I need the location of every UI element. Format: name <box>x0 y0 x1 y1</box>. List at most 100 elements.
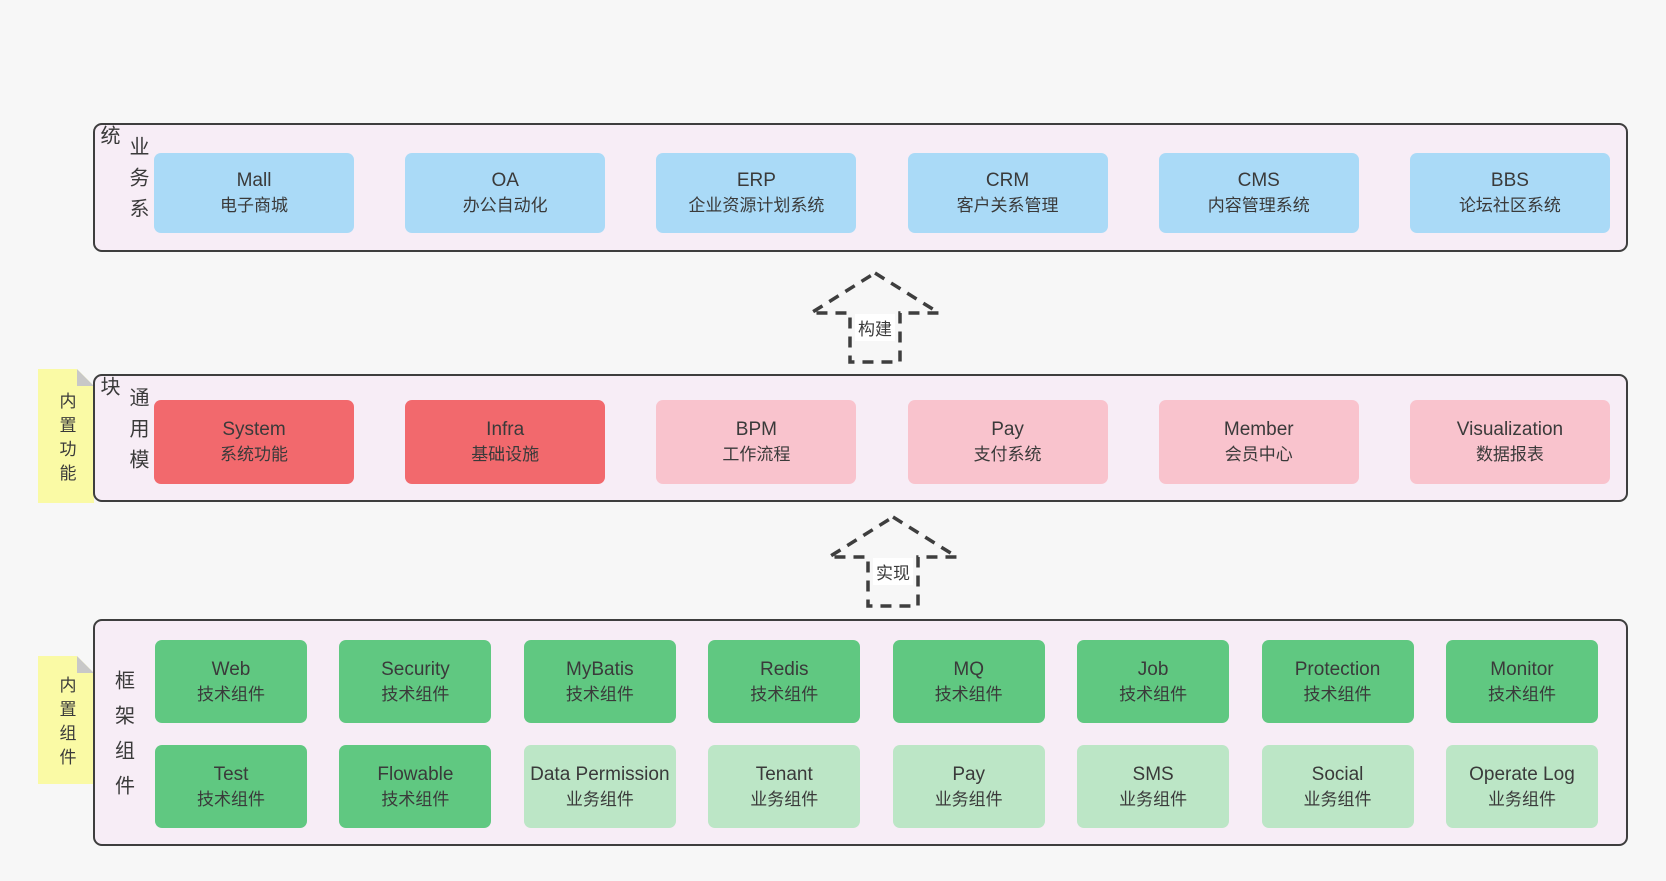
node-subtitle: 技术组件 <box>1487 684 1556 704</box>
node-row: Mall 电子商城 OA 办公自动化 ERP 企业资源计划系统 CRM 客户关系… <box>154 153 1610 233</box>
node-bbs: BBS 论坛社区系统 <box>1409 153 1610 233</box>
node-erp: ERP 企业资源计划系统 <box>656 153 857 233</box>
node-subtitle: 技术组件 <box>1303 684 1372 704</box>
node-title: Tenant <box>755 763 813 785</box>
node-title: Social <box>1311 763 1364 785</box>
node-subtitle: 业务组件 <box>1119 789 1188 809</box>
node-subtitle: 企业资源计划系统 <box>688 196 825 216</box>
sticky-note-builtin-features: 内置功能 <box>38 369 94 503</box>
layer-label: 框架组件 <box>111 670 134 810</box>
layer-label: 通用模块 <box>97 376 148 480</box>
node-sms: SMS 业务组件 <box>1077 745 1230 828</box>
node-bpm: BPM 工作流程 <box>656 400 857 484</box>
node-visualization: Visualization 数据报表 <box>1409 400 1610 484</box>
node-title: Pay <box>952 763 986 785</box>
note-fold-corner-icon <box>77 369 94 386</box>
node-subtitle: 业务组件 <box>1303 789 1372 809</box>
layer-common-modules: 通用模块 System 系统功能 Infra 基础设施 BPM 工作流程 Pay… <box>93 374 1628 502</box>
node-subtitle: 业务组件 <box>750 789 819 809</box>
node-subtitle: 工作流程 <box>722 445 791 465</box>
node-subtitle: 客户关系管理 <box>956 196 1059 216</box>
node-monitor: Monitor 技术组件 <box>1445 640 1598 723</box>
layer-label: 业务系统 <box>97 125 148 229</box>
node-subtitle: 技术组件 <box>750 684 819 704</box>
node-protection: Protection 技术组件 <box>1261 640 1414 723</box>
dashed-up-arrow-icon <box>827 514 959 608</box>
node-subtitle: 技术组件 <box>1119 684 1188 704</box>
node-security: Security 技术组件 <box>339 640 492 723</box>
node-title: Web <box>211 658 251 680</box>
node-row: Web 技术组件 Security 技术组件 MyBatis 技术组件 Redi… <box>155 640 1598 723</box>
node-oa: OA 办公自动化 <box>405 153 606 233</box>
node-member: Member 会员中心 <box>1158 400 1359 484</box>
node-cms: CMS 内容管理系统 <box>1158 153 1359 233</box>
node-subtitle: 技术组件 <box>197 789 265 809</box>
node-subtitle: 技术组件 <box>381 789 450 809</box>
node-subtitle: 支付系统 <box>973 445 1042 465</box>
arrow-label: 实现 <box>873 558 913 585</box>
note-text: 内置功能 <box>56 391 76 488</box>
node-title: BBS <box>1490 170 1529 192</box>
layer-framework-components: 框架组件 Web 技术组件 Security 技术组件 MyBatis 技术组件… <box>93 619 1628 846</box>
note-fold-corner-icon <box>77 656 94 673</box>
node-subtitle: 业务组件 <box>1487 789 1556 809</box>
node-subtitle: 办公自动化 <box>462 196 548 216</box>
node-title: Protection <box>1294 658 1381 680</box>
node-subtitle: 内容管理系统 <box>1207 196 1310 216</box>
node-subtitle: 电子商城 <box>220 196 288 216</box>
node-title: Operate Log <box>1469 763 1575 785</box>
node-crm: CRM 客户关系管理 <box>907 153 1108 233</box>
node-subtitle: 论坛社区系统 <box>1458 196 1561 216</box>
node-title: CMS <box>1237 170 1280 192</box>
node-subtitle: 技术组件 <box>565 684 634 704</box>
node-title: Monitor <box>1490 658 1554 680</box>
node-title: BPM <box>735 419 777 441</box>
node-tenant: Tenant 业务组件 <box>708 745 861 828</box>
node-mq: MQ 技术组件 <box>892 640 1045 723</box>
node-subtitle: 数据报表 <box>1475 445 1544 465</box>
node-title: System <box>222 419 286 441</box>
node-title: Test <box>213 763 249 785</box>
node-infra: Infra 基础设施 <box>405 400 606 484</box>
node-subtitle: 业务组件 <box>934 789 1003 809</box>
node-web: Web 技术组件 <box>155 640 307 723</box>
node-subtitle: 技术组件 <box>381 684 450 704</box>
node-title: MQ <box>953 658 984 680</box>
node-title: Visualization <box>1456 419 1564 441</box>
node-flowable: Flowable 技术组件 <box>339 745 492 828</box>
node-pay-component: Pay 业务组件 <box>892 745 1045 828</box>
node-row: System 系统功能 Infra 基础设施 BPM 工作流程 Pay 支付系统… <box>154 400 1610 484</box>
node-subtitle: 技术组件 <box>197 684 265 704</box>
node-subtitle: 会员中心 <box>1224 445 1293 465</box>
node-title: ERP <box>736 170 776 192</box>
dashed-up-arrow-icon <box>809 270 941 364</box>
node-mall: Mall 电子商城 <box>154 153 354 233</box>
note-text: 内置组件 <box>56 675 76 772</box>
node-system: System 系统功能 <box>154 400 354 484</box>
build-arrow: 构建 <box>809 270 941 365</box>
node-test: Test 技术组件 <box>155 745 307 828</box>
node-title: SMS <box>1132 763 1174 785</box>
node-title: Infra <box>486 419 525 441</box>
layer-business-systems: 业务系统 Mall 电子商城 OA 办公自动化 ERP 企业资源计划系统 CRM… <box>93 123 1628 252</box>
node-job: Job 技术组件 <box>1077 640 1230 723</box>
node-title: Flowable <box>377 763 454 785</box>
node-title: Data Permission <box>530 763 670 785</box>
node-subtitle: 业务组件 <box>565 789 634 809</box>
node-title: Redis <box>759 658 809 680</box>
node-title: Pay <box>991 419 1024 441</box>
node-title: MyBatis <box>566 658 634 680</box>
sticky-note-builtin-components: 内置组件 <box>38 656 94 784</box>
node-pay: Pay 支付系统 <box>907 400 1108 484</box>
node-title: Job <box>1137 658 1169 680</box>
node-title: Security <box>381 658 450 680</box>
node-redis: Redis 技术组件 <box>708 640 861 723</box>
implement-arrow: 实现 <box>827 514 959 609</box>
node-data-permission: Data Permission 业务组件 <box>523 745 676 828</box>
node-mybatis: MyBatis 技术组件 <box>523 640 676 723</box>
node-title: OA <box>491 170 519 192</box>
node-social: Social 业务组件 <box>1261 745 1414 828</box>
node-title: CRM <box>985 170 1030 192</box>
node-subtitle: 技术组件 <box>934 684 1003 704</box>
node-operate-log: Operate Log 业务组件 <box>1445 745 1598 828</box>
